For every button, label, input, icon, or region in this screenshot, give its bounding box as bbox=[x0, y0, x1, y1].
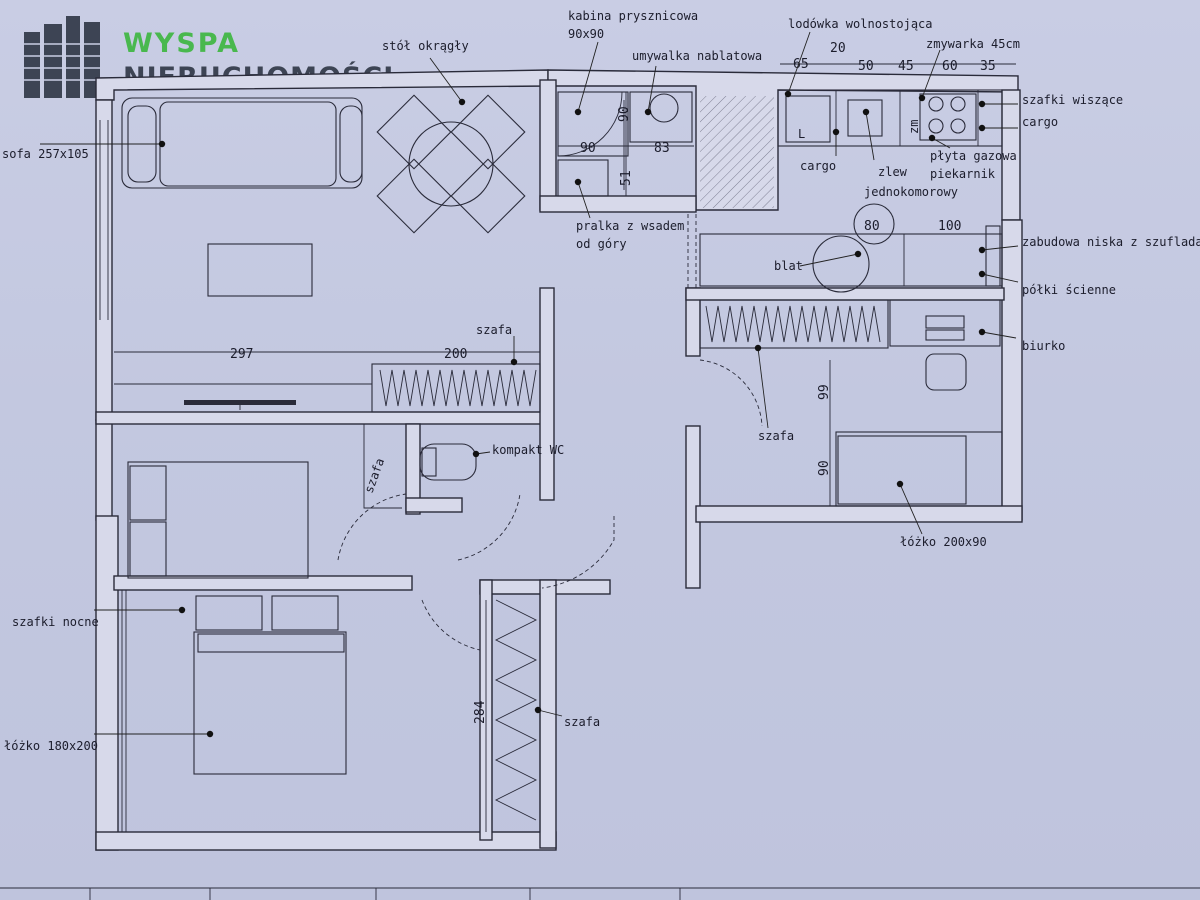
dim-90: 90 bbox=[817, 460, 832, 476]
label-double-bed: łóżko 180x200 bbox=[4, 739, 98, 753]
double-bed-upper bbox=[127, 461, 309, 579]
hall-wardrobe-note bbox=[363, 424, 402, 509]
dimension-lines bbox=[114, 63, 1016, 832]
leader-lines bbox=[40, 31, 1019, 735]
label-washer-1: pralka z wsadem bbox=[576, 219, 684, 233]
label-wardrobe-hall: szafa bbox=[362, 456, 388, 495]
dim-20: 20 bbox=[830, 41, 846, 56]
dim-bath-90-v: 90 bbox=[617, 106, 632, 122]
dim-99: 99 bbox=[817, 384, 832, 400]
label-fridge: lodówka wolnostojąca bbox=[788, 17, 933, 31]
nightstands bbox=[195, 595, 339, 631]
double-bed bbox=[193, 631, 347, 775]
label-shower-size: 90x90 bbox=[568, 27, 604, 41]
dim-35: 35 bbox=[980, 59, 996, 74]
tv bbox=[184, 400, 296, 410]
wardrobe-bedroom bbox=[491, 593, 541, 833]
label-low-cabinets: zabudowa niska z szufladami bbox=[1022, 235, 1200, 249]
label-kitchen-zm: zm bbox=[907, 120, 921, 134]
label-cargo-left: cargo bbox=[800, 159, 836, 173]
label-cargo-right: cargo bbox=[1022, 115, 1058, 129]
dim-100: 100 bbox=[938, 219, 961, 234]
kitchen-low-cabinets bbox=[699, 203, 1003, 293]
dim-bath-83: 83 bbox=[654, 141, 670, 156]
wc-fixture bbox=[419, 443, 477, 481]
dim-297: 297 bbox=[230, 347, 253, 362]
label-sofa: sofa 257x105 bbox=[2, 147, 89, 161]
label-kitchen-L: L bbox=[798, 127, 805, 141]
sofa bbox=[121, 97, 363, 189]
kitchen-counter bbox=[777, 89, 1003, 147]
paper-table-edge bbox=[0, 887, 1200, 900]
dim-bath-90-h: 90 bbox=[580, 141, 596, 156]
label-washer-2: od góry bbox=[576, 237, 627, 251]
label-wc: kompakt WC bbox=[492, 443, 564, 457]
hatched-column bbox=[700, 96, 774, 208]
label-wardrobe-bedroom: szafa bbox=[564, 715, 600, 729]
dim-60: 60 bbox=[942, 59, 958, 74]
label-oven: piekarnik bbox=[930, 167, 996, 181]
label-sink-kitchen-1: zlew bbox=[878, 165, 908, 179]
label-countertop: blat bbox=[774, 259, 803, 273]
rug bbox=[207, 243, 313, 297]
label-shower-cabin: kabina prysznicowa bbox=[568, 9, 698, 23]
dim-80: 80 bbox=[864, 219, 880, 234]
dim-200: 200 bbox=[444, 347, 467, 362]
label-wardrobe-living: szafa bbox=[476, 323, 512, 337]
label-gas-hob: płyta gazowa bbox=[930, 149, 1017, 163]
label-single-bed: łóżko 200x90 bbox=[900, 535, 987, 549]
label-dishwasher: zmywarka 45cm bbox=[926, 37, 1020, 51]
wardrobe-living bbox=[371, 363, 541, 413]
marker-dots bbox=[158, 90, 986, 738]
walls bbox=[95, 69, 1023, 851]
logo-line1: WYSPA bbox=[123, 28, 240, 59]
label-wall-shelves: półki ścienne bbox=[1022, 283, 1116, 297]
building-logo-icon bbox=[24, 16, 100, 98]
dim-65: 65 bbox=[793, 57, 809, 72]
label-wardrobe-corridor: szafa bbox=[758, 429, 794, 443]
dim-50: 50 bbox=[858, 59, 874, 74]
round-table-with-chairs bbox=[376, 94, 526, 234]
label-desk: biurko bbox=[1022, 339, 1065, 353]
dim-284: 284 bbox=[473, 700, 488, 724]
desk-area bbox=[699, 299, 1001, 391]
label-round-table: stół okrągły bbox=[382, 39, 469, 53]
single-bed bbox=[835, 431, 1003, 507]
dim-bath-51: 51 bbox=[619, 170, 634, 186]
label-nightstands: szafki nocne bbox=[12, 615, 99, 629]
label-wall-cabinets: szafki wiszące bbox=[1022, 93, 1123, 107]
dim-45: 45 bbox=[898, 59, 914, 74]
label-sink: umywalka nablatowa bbox=[632, 49, 762, 63]
label-sink-kitchen-2: jednokomorowy bbox=[864, 185, 958, 199]
